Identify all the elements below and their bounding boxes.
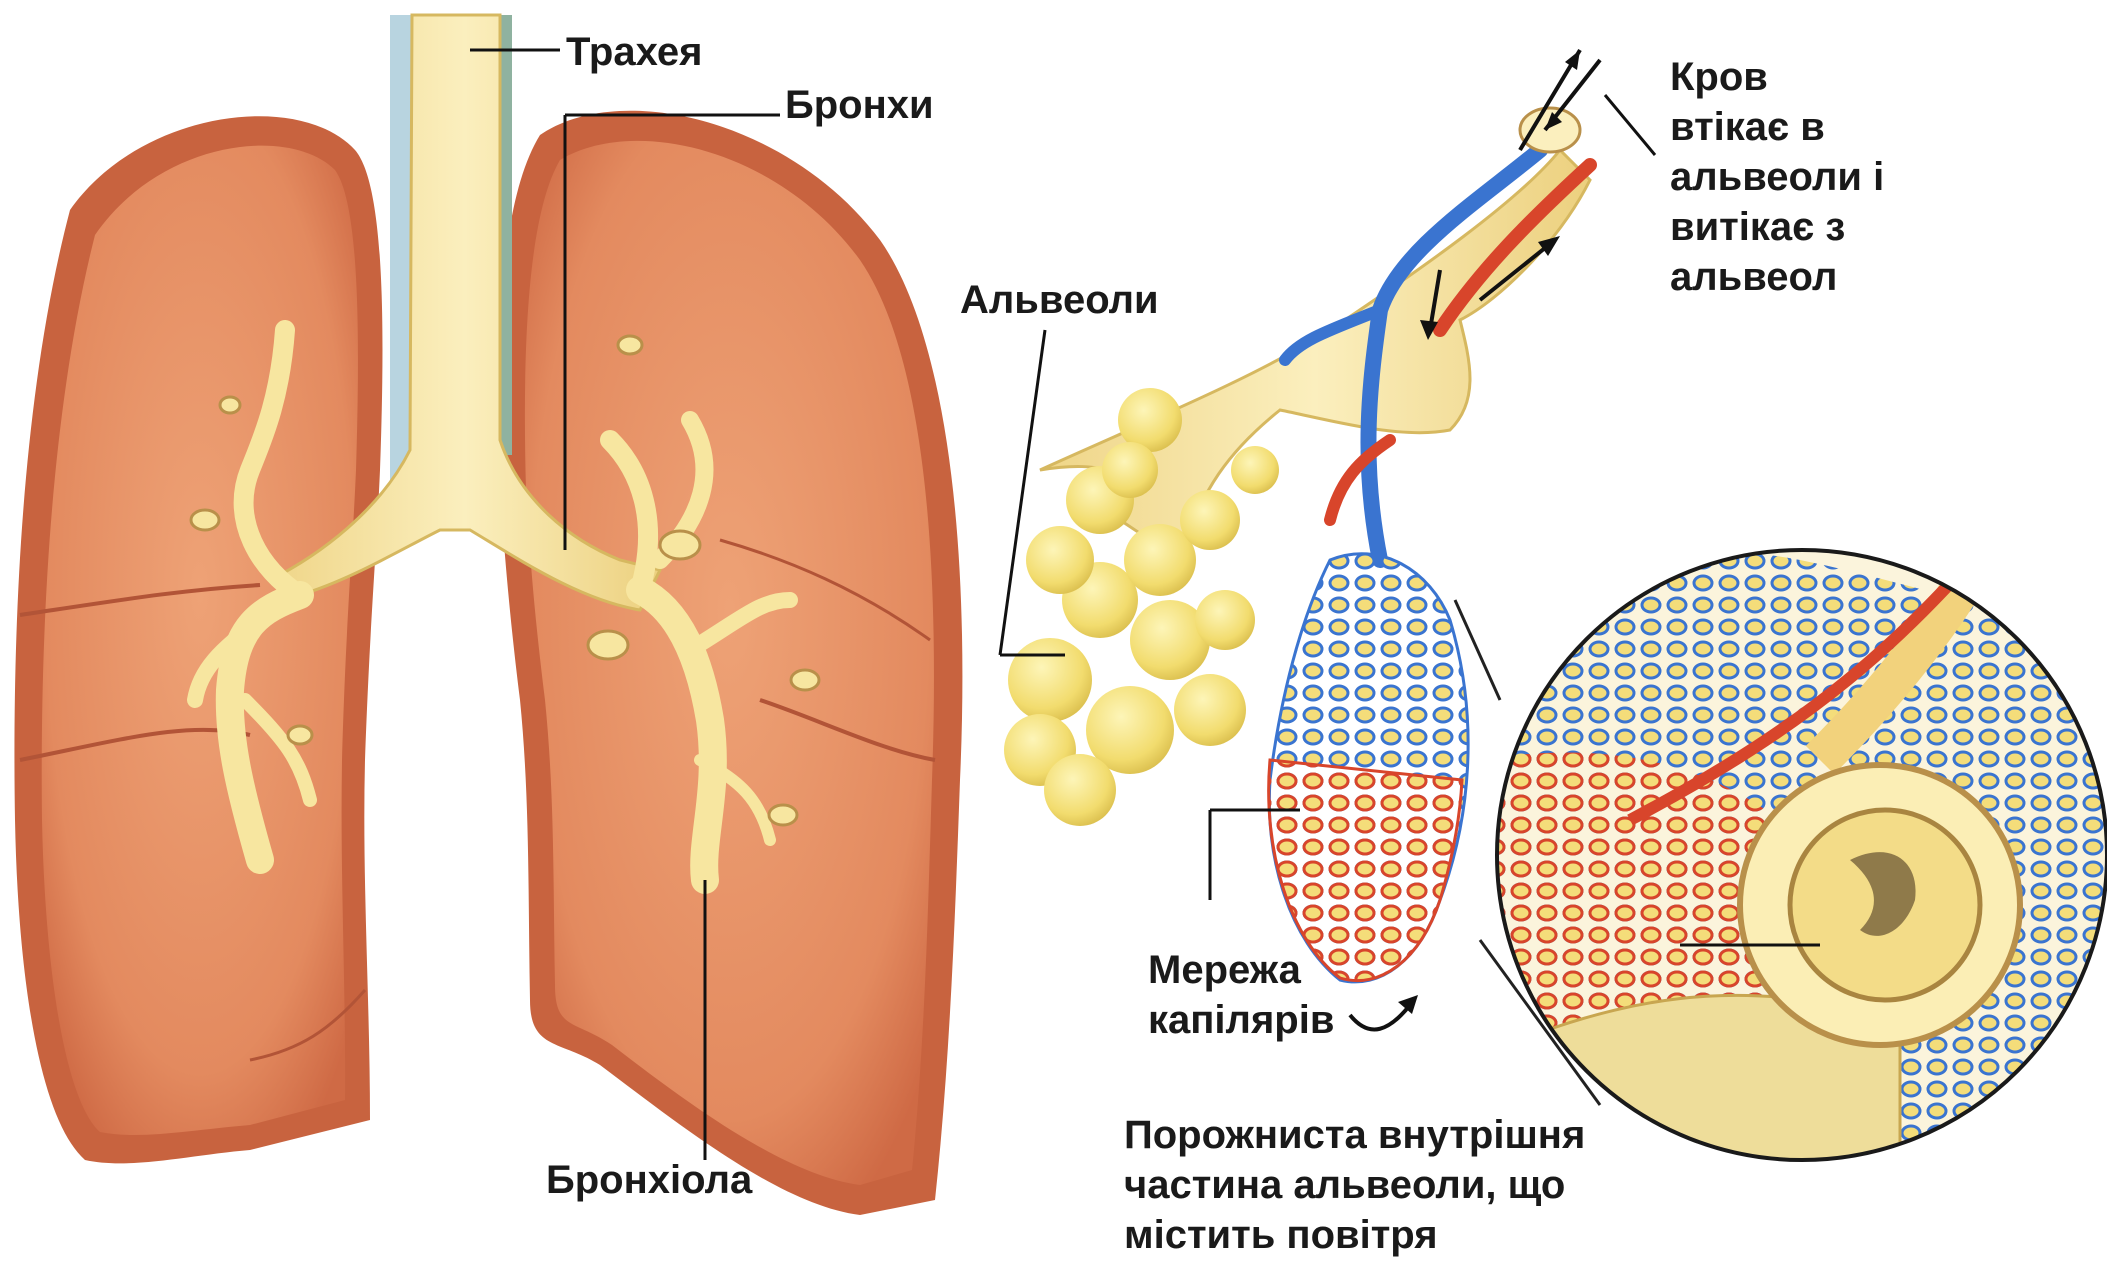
label-bronchiole: Бронхіола [546, 1155, 752, 1205]
label-blood-flow: Кров втікає в альвеоли і витікає з альве… [1670, 52, 1884, 302]
label-capillary-network: Мережа капілярів [1148, 945, 1334, 1045]
capillary-network [1269, 554, 1468, 982]
left-lung [14, 116, 382, 1163]
label-alveolus-cavity: Порожниста внутрішня частина альвеоли, щ… [1124, 1110, 1585, 1260]
right-lung [498, 111, 962, 1215]
magnified-alveolus [1455, 520, 2107, 1160]
label-trachea: Трахея [566, 27, 702, 77]
label-bronchi: Бронхи [785, 80, 934, 130]
label-alveoli: Альвеоли [960, 275, 1159, 325]
